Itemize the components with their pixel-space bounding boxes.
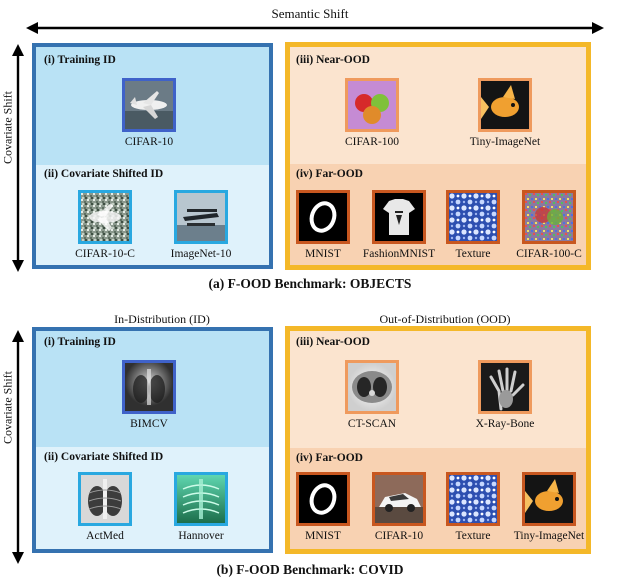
training-id-header-objects: (i) Training ID (44, 54, 116, 66)
mnist-thumbnail-covid (296, 472, 350, 526)
noisy-fruit-image (525, 193, 573, 241)
near-ood-header-covid: (iii) Near-OOD (296, 336, 370, 348)
cifar10-car-thumbnail (372, 472, 426, 526)
imagenet10-label: ImageNet-10 (170, 248, 232, 260)
blue-texture-image (449, 475, 497, 523)
covariate-shift-arrow-bottom (12, 330, 24, 564)
green-xray-image (177, 475, 225, 523)
cifar10c-label: CIFAR-10-C (75, 248, 135, 260)
mnist-thumbnail-objects (296, 190, 350, 244)
covariate-shifted-region-covid (36, 447, 269, 549)
cifar10c-thumbnail (78, 190, 132, 244)
apples-image (348, 81, 396, 129)
airplane-image (125, 81, 173, 129)
near-ood-header-objects: (iii) Near-OOD (296, 54, 370, 66)
in-distribution-label: In-Distribution (ID) (114, 312, 210, 326)
imagenet10-thumbnail (174, 190, 228, 244)
covariate-shift-arrow-top (12, 44, 24, 272)
noisy-airplane-image (81, 193, 129, 241)
mnist-label-covid: MNIST (305, 530, 341, 542)
lung-ct-image (348, 363, 396, 411)
bimcv-thumbnail (122, 360, 176, 414)
caption-covid: (b) F-OOD Benchmark: COVID (216, 562, 404, 577)
semantic-shift-label: Semantic Shift (271, 6, 349, 21)
covariate-shift-label-top: Covariate Shift (0, 91, 15, 164)
covariate-shifted-region-objects (36, 165, 269, 265)
cifar100c-thumbnail (522, 190, 576, 244)
texture-label-covid: Texture (455, 530, 491, 542)
semantic-shift-arrow (26, 22, 604, 34)
cifar100-label: CIFAR-100 (344, 136, 400, 148)
far-ood-header-covid: (iv) Far-OOD (296, 452, 363, 464)
actmed-thumbnail (78, 472, 132, 526)
covariate-shift-label-bottom: Covariate Shift (0, 371, 15, 444)
xraybone-label: X-Ray-Bone (475, 418, 535, 430)
ctscan-thumbnail (345, 360, 399, 414)
texture-thumbnail-covid (446, 472, 500, 526)
texture-thumbnail-objects (446, 190, 500, 244)
covariate-shifted-header-covid: (ii) Covariate Shifted ID (44, 451, 164, 463)
tinyimagenet-thumbnail-covid (522, 472, 576, 526)
digit-zero-image (299, 193, 347, 241)
cifar100c-label: CIFAR-100-C (516, 248, 582, 260)
chest-xray-image (125, 363, 173, 411)
fashionmnist-label: FashionMNIST (362, 248, 436, 260)
mnist-label-objects: MNIST (305, 248, 341, 260)
hand-xray-image (481, 363, 529, 411)
digit-zero-image (299, 475, 347, 523)
covariate-shifted-header-objects: (ii) Covariate Shifted ID (44, 168, 164, 180)
caption-objects: (a) F-OOD Benchmark: OBJECTS (208, 276, 412, 291)
blue-texture-image (449, 193, 497, 241)
xraybone-thumbnail (478, 360, 532, 414)
far-ood-header-objects: (iv) Far-OOD (296, 168, 363, 180)
training-id-header-covid: (i) Training ID (44, 336, 116, 348)
actmed-label: ActMed (86, 530, 124, 542)
chest-xray-image (81, 475, 129, 523)
fashionmnist-thumbnail (372, 190, 426, 244)
tinyimagenet-label-covid: Tiny-ImageNet (513, 530, 585, 542)
texture-label-objects: Texture (455, 248, 491, 260)
hannover-label: Hannover (178, 530, 224, 542)
cifar10-label: CIFAR-10 (124, 136, 174, 148)
cifar10-thumbnail (122, 78, 176, 132)
tinyimagenet-thumbnail (478, 78, 532, 132)
cifar100-thumbnail (345, 78, 399, 132)
ctscan-label: CT-SCAN (347, 418, 397, 430)
bimcv-label: BIMCV (130, 418, 168, 430)
goldfish-image (525, 475, 573, 523)
white-car-image (375, 475, 423, 523)
tshirt-image (375, 193, 423, 241)
goldfish-image (481, 81, 529, 129)
hannover-thumbnail (174, 472, 228, 526)
tinyimagenet-label: Tiny-ImageNet (469, 136, 541, 148)
out-of-distribution-label: Out-of-Distribution (OOD) (379, 312, 511, 326)
cifar10-label-covid: CIFAR-10 (374, 530, 424, 542)
id-panel-objects (32, 43, 273, 269)
seaplane-image (177, 193, 225, 241)
